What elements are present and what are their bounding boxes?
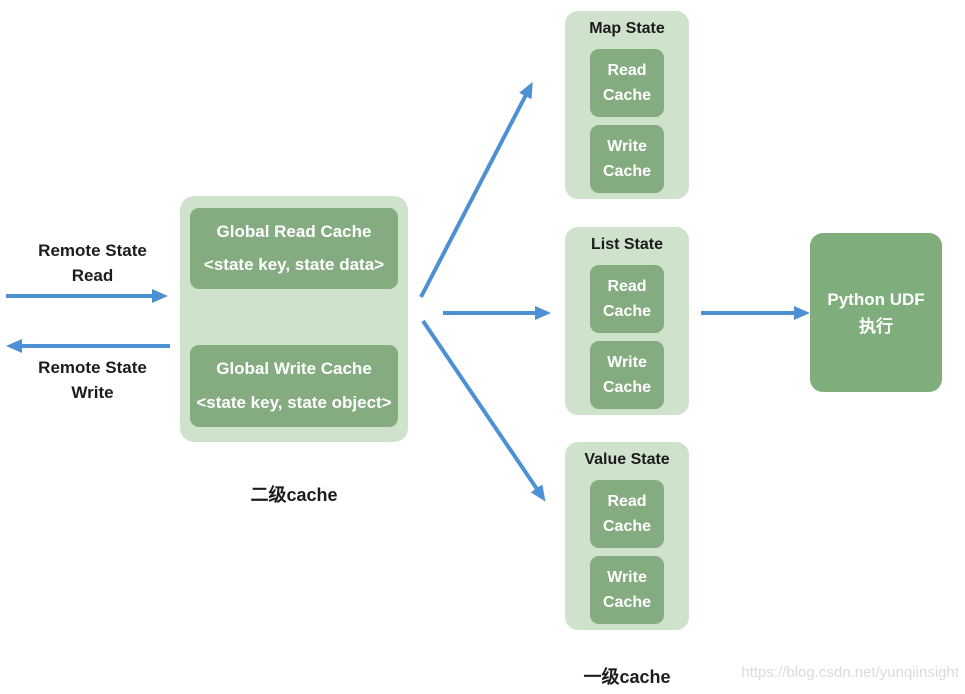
global-cache-group-box: Global Read Cache <state key, state data…	[180, 196, 408, 442]
value-read-cache-chip: Read Cache	[590, 480, 664, 548]
list-state-title: List State	[590, 236, 663, 253]
value-write-cache-chip: Write Cache	[590, 556, 664, 624]
list-write-cache-chip: Write Cache	[590, 341, 664, 409]
map-write-cache-chip: Write Cache	[590, 125, 664, 193]
global-write-cache-box: Global Write Cache <state key, state obj…	[190, 345, 398, 427]
second-level-cache-caption: 二级cache	[250, 485, 338, 505]
global-read-cache-box: Global Read Cache <state key, state data…	[190, 208, 398, 289]
watermark: https://blog.csdn.net/yunqiinsight	[741, 664, 959, 681]
map-state-title: Map State	[589, 20, 665, 37]
value-state-box: Value State Read Cache Write Cache	[565, 442, 689, 630]
value-state-title: Value State	[584, 451, 670, 468]
remote-state-write-label: Remote State Write	[38, 358, 147, 402]
list-state-box: List State Read Cache Write Cache	[565, 227, 689, 415]
global-read-cache-title: Global Read Cache	[216, 221, 372, 241]
python-udf-box: Python UDF 执行	[810, 233, 942, 392]
list-read-cache-chip: Read Cache	[590, 265, 664, 333]
to-map-state-arrow-icon	[419, 81, 533, 298]
map-state-box: Map State Read Cache Write Cache	[565, 11, 689, 199]
global-write-cache-title: Global Write Cache	[216, 359, 372, 378]
first-level-cache-caption: 一级cache	[583, 667, 671, 687]
remote-state-read-label: Remote State Read	[38, 241, 147, 285]
global-write-cache-subtitle: <state key, state object>	[196, 393, 392, 412]
map-read-cache-chip: Read Cache	[590, 49, 664, 117]
global-read-cache-subtitle: <state key, state data>	[203, 255, 385, 275]
to-value-state-arrow-icon	[421, 319, 546, 502]
